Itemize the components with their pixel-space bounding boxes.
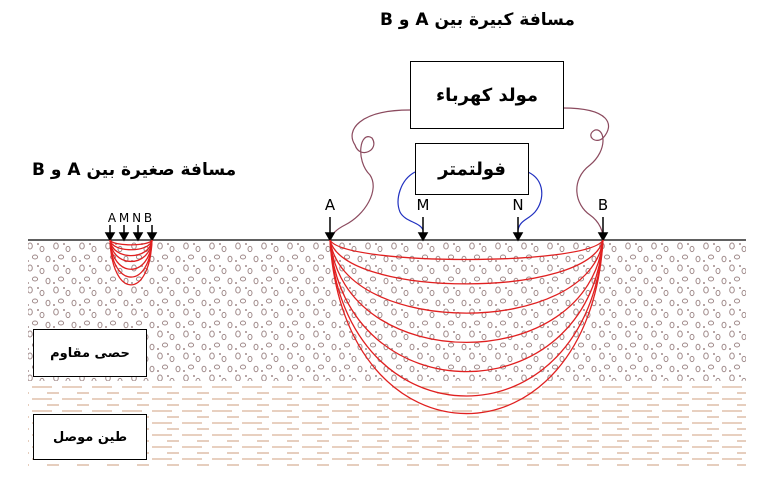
current-line-large-1 <box>329 239 604 285</box>
small-electrodes-label: A M N B <box>107 211 153 225</box>
current-lines <box>109 239 604 414</box>
electrode-arrow-a-head <box>324 232 336 242</box>
current-line-large-4 <box>329 239 604 373</box>
current-line-large-3 <box>329 239 604 343</box>
gravel-layer <box>28 241 746 381</box>
electrode-n-label: N <box>512 196 524 214</box>
small-electrode-arrow-n-head <box>132 232 144 242</box>
power-wire-a <box>329 109 411 239</box>
small-electrode-arrow-a-head <box>104 232 116 242</box>
generator-box: مولد كهرباء <box>410 61 564 129</box>
current-line-small-2 <box>109 239 153 257</box>
small-electrode-arrow-m-head <box>118 232 130 242</box>
clay-layer <box>28 384 746 470</box>
current-line-small-5 <box>109 239 153 278</box>
current-line-small-4 <box>109 239 153 270</box>
current-line-small-0 <box>109 239 153 246</box>
current-line-small-6 <box>109 239 153 286</box>
electrode-arrow-n-head <box>512 232 524 242</box>
title-large-distance: مسافة كبيرة بين A و B <box>380 10 575 30</box>
voltmeter-box: فولتمتر <box>415 143 529 195</box>
electrode-arrow-m-head <box>417 232 429 242</box>
electrode-b-label: B <box>597 196 609 214</box>
small-electrode-arrow-b-head <box>146 232 158 242</box>
electrode-arrows <box>104 217 609 242</box>
current-line-small-3 <box>109 239 153 263</box>
gravel-legend-box: حصى مقاوم <box>33 329 147 377</box>
current-line-large-0 <box>329 239 604 261</box>
current-line-small-1 <box>109 239 153 251</box>
electrode-a-label: A <box>324 196 336 214</box>
electrode-m-label: M <box>416 196 430 214</box>
current-line-large-5 <box>329 239 604 397</box>
voltmeter-wire-n <box>517 171 543 231</box>
current-line-large-2 <box>329 239 604 314</box>
voltmeter-wire-m <box>397 171 424 231</box>
power-wire-b <box>562 107 610 239</box>
current-line-large-6 <box>329 239 604 414</box>
clay-legend-box: طين موصل <box>33 414 147 460</box>
title-small-distance: مسافة صغيرة بين A و B <box>32 160 237 180</box>
electrode-arrow-b-head <box>597 232 609 242</box>
